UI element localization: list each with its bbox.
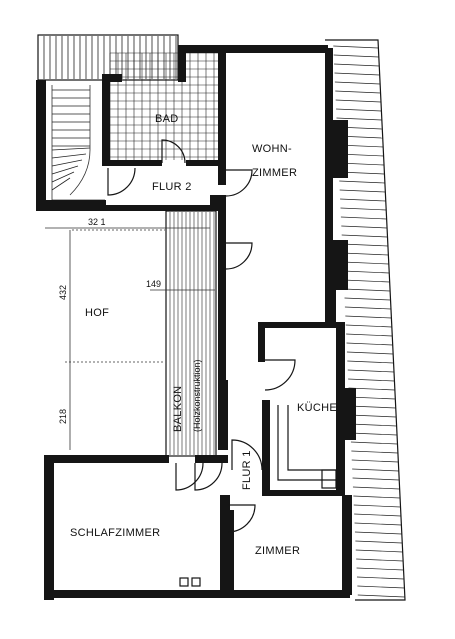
room-label-hof: HOF — [85, 307, 109, 319]
dimension-label-218: 218 — [58, 409, 68, 424]
kitchen-counter — [277, 405, 337, 489]
room-label-wohnzimmer-2: ZIMMER — [252, 167, 297, 179]
roof-hatching — [325, 39, 406, 601]
balcony-slats — [165, 210, 217, 457]
room-label-wohnzimmer-1: WOHN- — [252, 143, 292, 155]
room-label-kueche: KÜCHE — [297, 402, 337, 414]
dimension-lines — [45, 227, 215, 450]
room-label-schlafzimmer: SCHLAFZIMMER — [70, 527, 160, 539]
dimension-label-149: 149 — [146, 279, 161, 289]
room-label-balkon: BALKON — [172, 386, 184, 432]
room-label-flur1: FLUR 1 — [241, 450, 253, 490]
room-label-zimmer: ZIMMER — [255, 545, 300, 557]
bathroom-tiles — [109, 52, 218, 160]
room-label-flur2: FLUR 2 — [152, 181, 192, 193]
room-label-bad: BAD — [155, 113, 179, 125]
dimension-label-321: 32 1 — [88, 217, 106, 227]
walls — [36, 45, 356, 600]
stair-hatching-top — [37, 34, 179, 81]
doors — [107, 139, 296, 533]
dimension-label-432: 432 — [58, 285, 68, 300]
room-label-balkon-note: (Holzkonstruktion) — [192, 359, 202, 432]
staircase — [51, 85, 105, 201]
